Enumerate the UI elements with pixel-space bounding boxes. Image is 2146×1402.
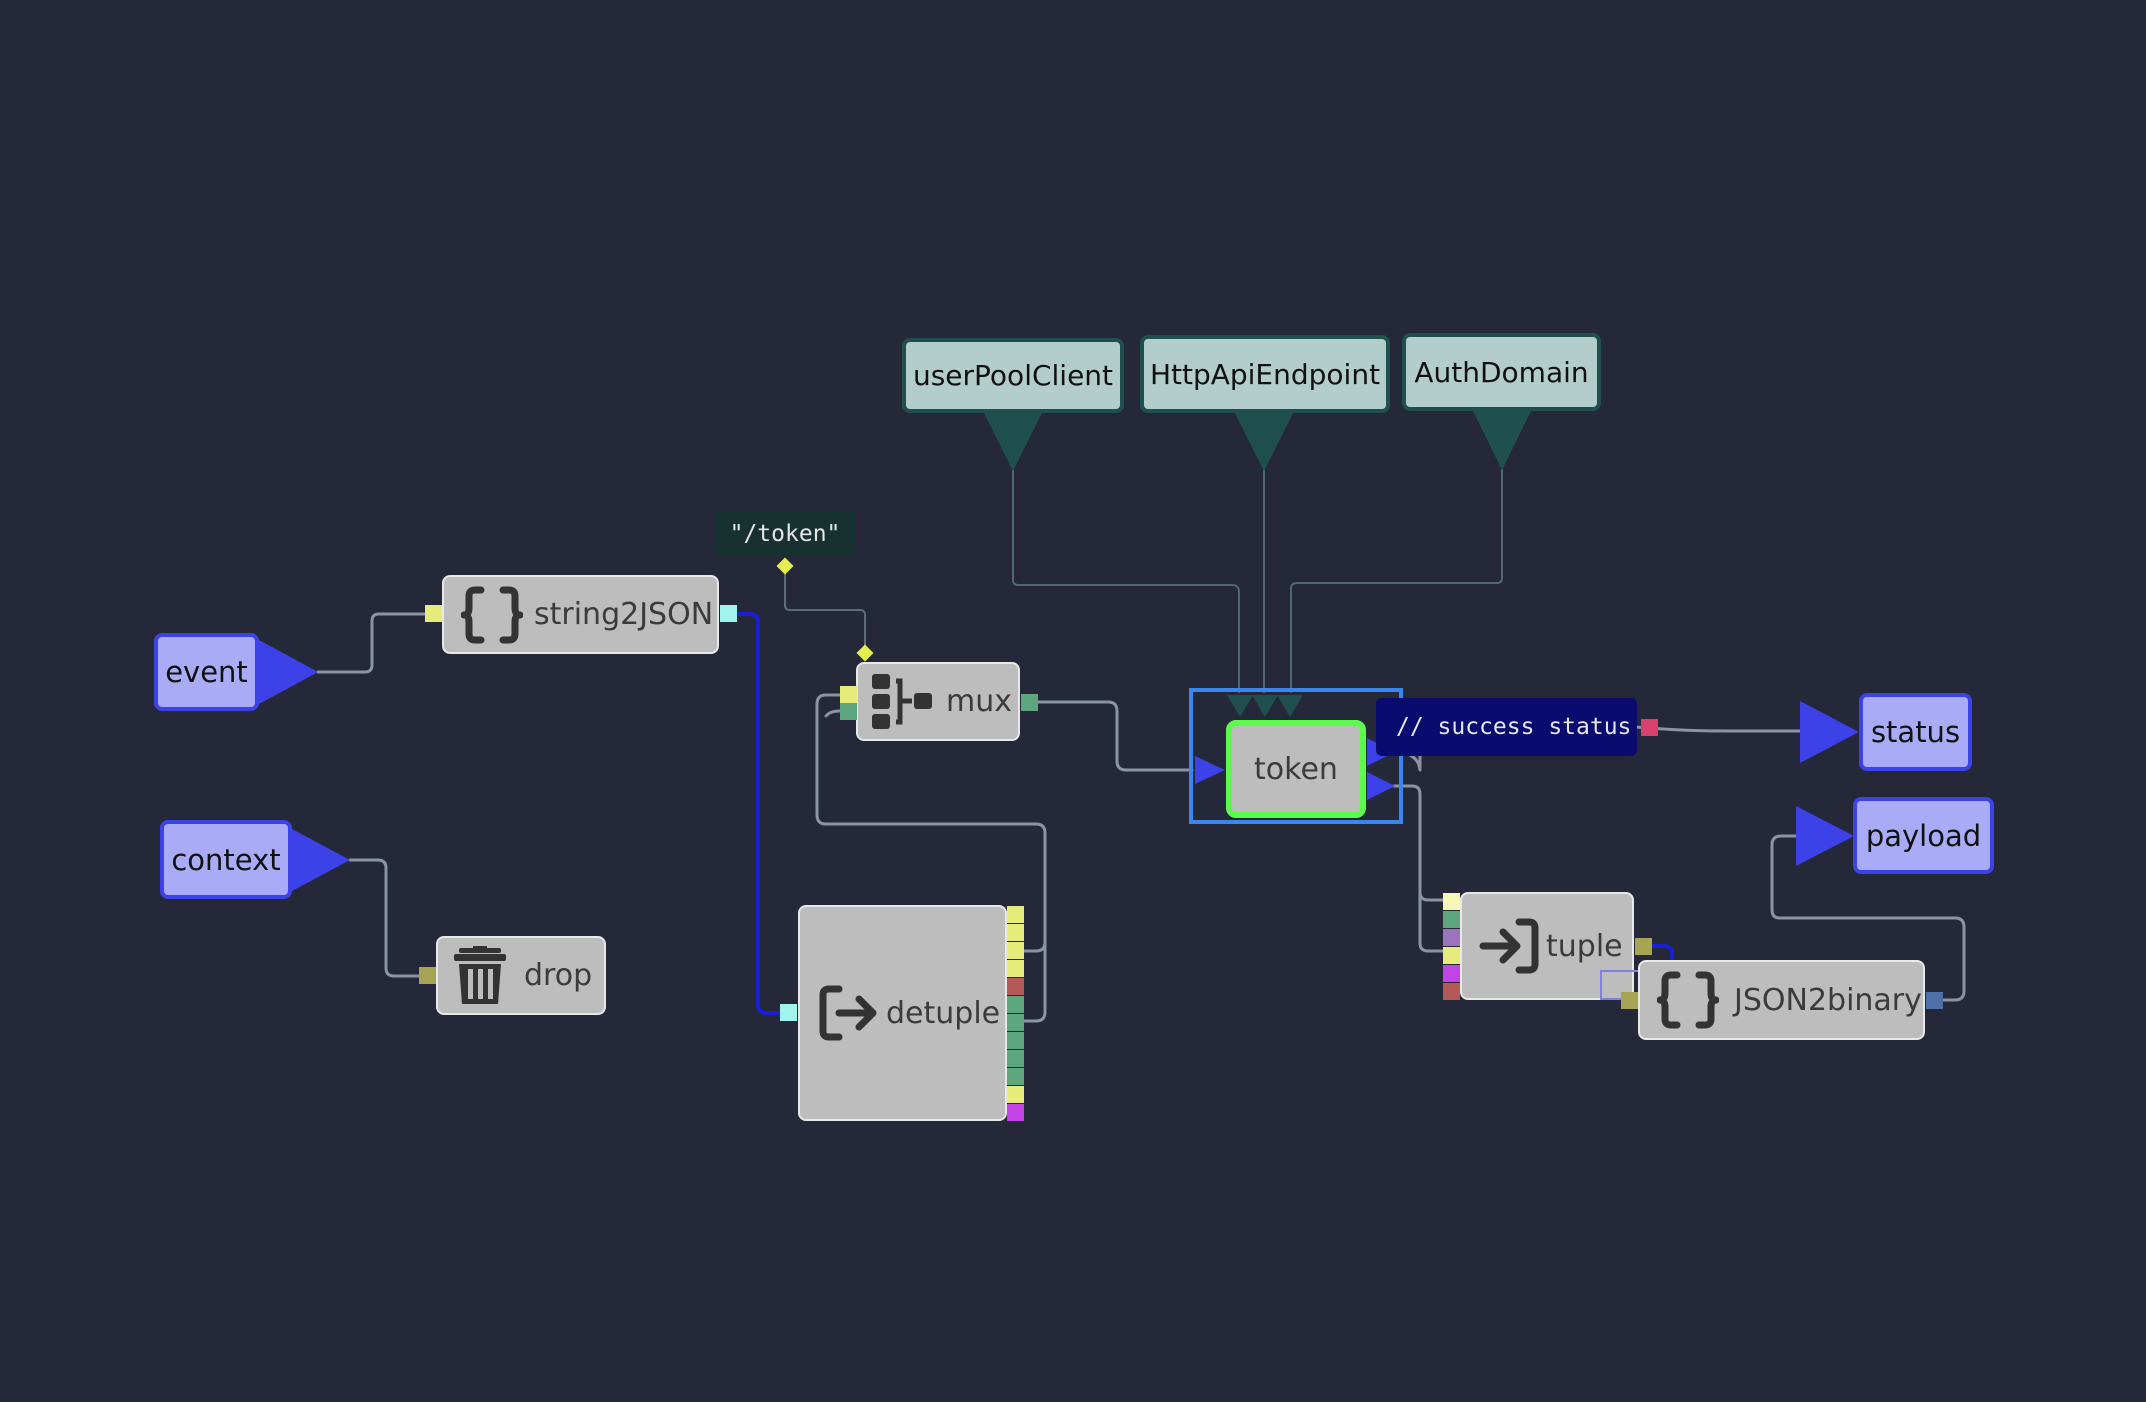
param-userpoolclient[interactable]: userPoolClient <box>902 338 1124 413</box>
tuple-input-port-6[interactable] <box>1443 983 1460 1000</box>
wire-highlighted[interactable] <box>736 612 790 1015</box>
token-param-arrow-icon-2[interactable] <box>1252 695 1278 717</box>
output-payload-label: payload <box>1865 818 1982 853</box>
param-userpoolclient-pointer-icon <box>984 413 1042 471</box>
output-payload-arrow-icon[interactable] <box>1796 806 1854 866</box>
detuple-input-port[interactable] <box>780 1004 797 1021</box>
wire[interactable] <box>1036 700 1194 772</box>
param-userpoolclient-label: userPoolClient <box>912 359 1114 392</box>
tuple-input-port-3[interactable] <box>1443 929 1460 946</box>
input-context-arrow-icon[interactable] <box>292 829 350 891</box>
wire[interactable] <box>1418 878 1449 953</box>
param-authdomain-pointer-icon <box>1473 411 1531 470</box>
token-input-arrow-icon[interactable] <box>1195 756 1225 784</box>
token-output-arrow-icon-2[interactable] <box>1367 772 1395 800</box>
selection-box <box>1189 688 1403 824</box>
token-param-arrow-icon-3[interactable] <box>1277 695 1303 717</box>
wire[interactable] <box>316 612 434 674</box>
node-mux-label: mux <box>946 684 1012 719</box>
string2json-input-port[interactable] <box>425 605 442 622</box>
wire[interactable] <box>824 709 842 718</box>
braces-icon <box>1648 971 1728 1029</box>
input-context-label: context <box>171 842 281 877</box>
json2binary-input-port[interactable] <box>1621 992 1638 1009</box>
wire-param[interactable] <box>1290 469 1503 693</box>
input-context[interactable]: context <box>160 820 292 899</box>
trash-icon <box>444 945 516 1006</box>
wire[interactable] <box>1006 938 1047 1023</box>
detuple-output-port-6[interactable] <box>1007 996 1024 1013</box>
node-tuple-label: tuple <box>1546 928 1623 964</box>
sign-out-icon <box>812 983 886 1043</box>
wire-constant[interactable] <box>784 565 866 654</box>
output-payload[interactable]: payload <box>1853 797 1994 874</box>
detuple-output-port-2[interactable] <box>1007 924 1024 941</box>
tuple-input-port-2[interactable] <box>1443 911 1460 928</box>
output-status-label: status <box>1870 715 1961 749</box>
input-event[interactable]: event <box>154 633 259 711</box>
tuple-input-port-4[interactable] <box>1443 947 1460 964</box>
tuple-input-port-5[interactable] <box>1443 965 1460 982</box>
sign-in-icon <box>1472 916 1546 976</box>
wire[interactable] <box>1392 784 1449 902</box>
detuple-output-port-10[interactable] <box>1007 1068 1024 1085</box>
wire[interactable] <box>1770 834 1966 1002</box>
comment-text: // success status <box>1396 714 1632 740</box>
node-detuple-label: detuple <box>886 995 1001 1031</box>
input-event-arrow-icon[interactable] <box>259 640 318 704</box>
wire-highlighted[interactable] <box>1650 944 1674 964</box>
detuple-output-port-1[interactable] <box>1007 906 1024 923</box>
node-detuple[interactable]: detuple <box>798 905 1007 1121</box>
output-status-arrow-icon[interactable] <box>1800 701 1859 763</box>
tuple-output-port[interactable] <box>1635 938 1652 955</box>
drop-input-port[interactable] <box>419 967 436 984</box>
output-status[interactable]: status <box>1859 693 1972 771</box>
param-httpapiendpoint[interactable]: HttpApiEndpoint <box>1140 335 1390 413</box>
detuple-output-port-3[interactable] <box>1007 942 1024 959</box>
detuple-output-port-9[interactable] <box>1007 1050 1024 1067</box>
node-tuple[interactable]: tuple <box>1460 892 1634 1000</box>
node-string2json[interactable]: string2JSON <box>442 575 719 654</box>
comment-success-status[interactable]: // success status <box>1376 698 1637 756</box>
wire-param[interactable] <box>1012 469 1240 693</box>
string2json-output-port[interactable] <box>720 605 737 622</box>
node-drop-label: drop <box>524 958 593 993</box>
mux-input-port-1[interactable] <box>840 686 857 703</box>
detuple-output-port-11[interactable] <box>1007 1086 1024 1103</box>
param-httpapiendpoint-pointer-icon <box>1235 413 1293 471</box>
detuple-output-port-4[interactable] <box>1007 960 1024 977</box>
mux-icon <box>864 672 942 732</box>
wire[interactable] <box>1392 725 1802 772</box>
detuple-output-port-8[interactable] <box>1007 1032 1024 1049</box>
param-authdomain-label: AuthDomain <box>1414 355 1589 389</box>
comment-output-port[interactable] <box>1641 719 1658 736</box>
mux-input-port-2[interactable] <box>840 703 857 720</box>
tuple-input-port-1[interactable] <box>1443 893 1460 910</box>
node-mux[interactable]: mux <box>856 662 1020 741</box>
node-string2json-label: string2JSON <box>534 597 714 632</box>
constant-value: "/token" <box>729 520 841 547</box>
node-token-label: token <box>1254 751 1338 787</box>
wire[interactable] <box>348 858 429 978</box>
detuple-output-port-7[interactable] <box>1007 1014 1024 1031</box>
mux-output-port[interactable] <box>1021 694 1038 711</box>
node-drop[interactable]: drop <box>436 936 606 1015</box>
node-json2binary[interactable]: JSON2binary <box>1638 960 1925 1040</box>
constant-token-path[interactable]: "/token" <box>715 511 855 556</box>
input-event-label: event <box>165 655 248 689</box>
detuple-output-port-12[interactable] <box>1007 1104 1024 1121</box>
braces-icon <box>452 586 532 644</box>
node-token[interactable]: token <box>1226 720 1366 818</box>
json2binary-output-port[interactable] <box>1926 992 1943 1009</box>
token-param-arrow-icon-1[interactable] <box>1227 695 1253 717</box>
node-json2binary-label: JSON2binary <box>1734 982 1922 1018</box>
detuple-output-port-5[interactable] <box>1007 978 1024 995</box>
param-authdomain[interactable]: AuthDomain <box>1402 333 1601 411</box>
param-httpapiendpoint-label: HttpApiEndpoint <box>1149 357 1381 391</box>
